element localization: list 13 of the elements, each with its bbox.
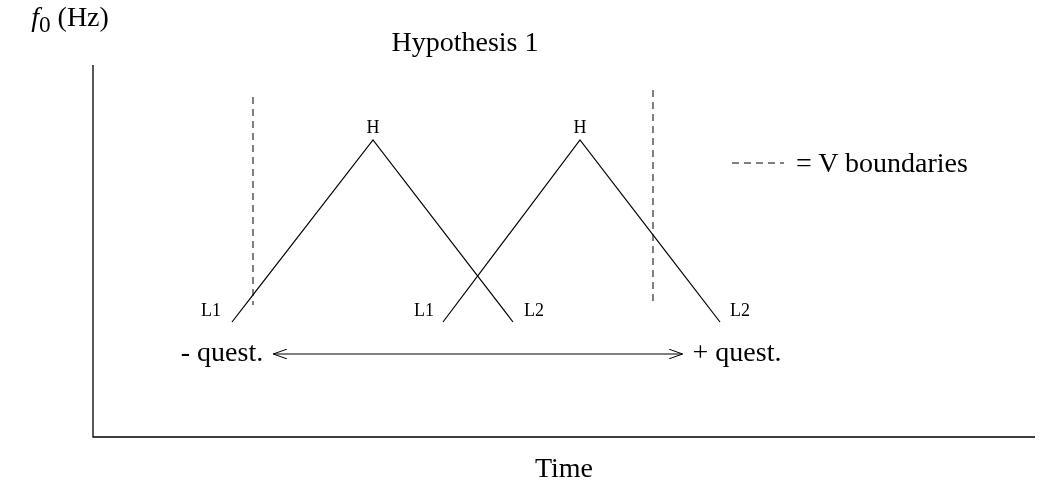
double-arrow xyxy=(272,348,684,360)
axis-label: Time xyxy=(534,452,594,484)
tone-label: L2 xyxy=(524,301,544,321)
tone-label: L1 xyxy=(414,301,434,321)
tone-label: H xyxy=(366,118,380,138)
tone-label: H xyxy=(573,118,587,138)
axis-label: f$_{0}$ (Hz) xyxy=(31,1,109,39)
tone-label: L2 xyxy=(730,301,750,321)
legend-label: = V boundaries xyxy=(796,147,968,179)
question-label: - quest. xyxy=(180,336,264,368)
tone-label: L1 xyxy=(201,301,221,321)
title: Hypothesis 1 xyxy=(391,26,539,58)
question-label: + quest. xyxy=(692,336,782,368)
